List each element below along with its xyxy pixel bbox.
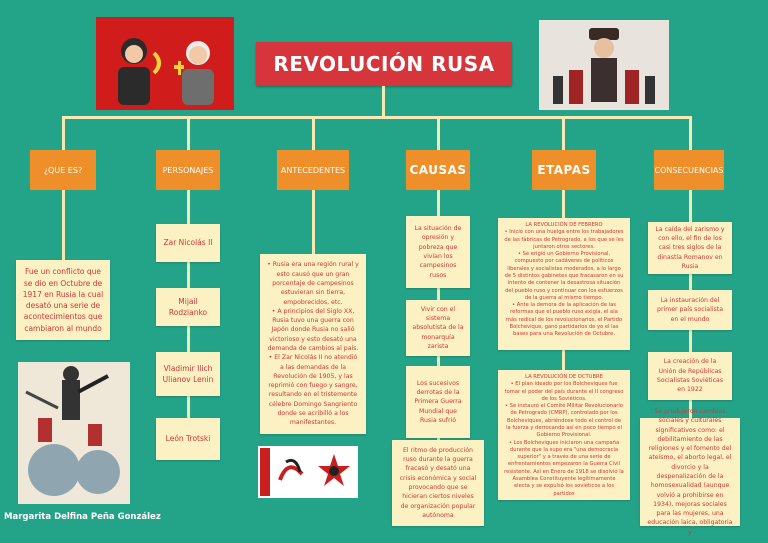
connector-trunk	[382, 86, 385, 118]
antecedentes-box: • Rusia era una región rural y esto caus…	[260, 254, 366, 434]
causa-box: Los sucesivos derrotas de la Primera Gue…	[406, 366, 470, 438]
consecuencia-box: La instauración del primer país socialis…	[648, 290, 732, 330]
connector-drop	[437, 116, 440, 150]
causa-text: La situación de opresión y pobreza que v…	[414, 225, 462, 279]
connector-drop	[312, 116, 315, 150]
page-title: REVOLUCIÓN RUSA	[256, 42, 512, 86]
causa-box: Vivir con el sistema absolutista de la m…	[406, 300, 470, 356]
causa-box: La situación de opresión y pobreza que v…	[406, 216, 470, 288]
etapa-box: LA REVOLUCIÓN DE OCTUBRE • El plan idead…	[498, 370, 630, 500]
personaje-name: Zar Nicolás II	[163, 238, 213, 248]
causa-text: Los sucesivos derrotas de la Primera Gue…	[414, 379, 462, 424]
etapa-box: LA REVOLUCIÓN DE FEBRERO • Inició con un…	[498, 218, 630, 350]
consecuencia-text: La creación de la Unión de Repúblicas So…	[656, 358, 724, 394]
propaganda-image	[18, 362, 130, 504]
personaje-name: Mijail Rodzianko	[168, 296, 208, 317]
header-etapas: ETAPAS	[532, 150, 596, 190]
header-consecuencias: CONSECUENCIAS	[654, 150, 724, 190]
consecuencia-box: Se produjeron cambios sociales y cultura…	[640, 408, 740, 536]
connector-col	[312, 190, 315, 256]
connector-drop	[187, 116, 190, 150]
consecuencia-text: La instauración del primer país socialis…	[657, 297, 723, 323]
author-name: Margarita Delfina Peña González	[4, 512, 161, 522]
connector-col	[62, 190, 65, 262]
connector-drop	[562, 116, 565, 150]
consecuencia-text: Se produjeron cambios sociales y cultura…	[647, 407, 733, 536]
que-es-box: Fue un conflicto que se dio en Octubre d…	[16, 260, 110, 340]
causa-box: El ritmo de producción ruso durante la g…	[392, 440, 484, 526]
consecuencia-box: La creación de la Unión de Repúblicas So…	[648, 352, 732, 400]
header-personajes: PERSONAJES	[156, 150, 220, 190]
symbols-image	[258, 446, 358, 498]
antecedentes-text: • Rusia era una región rural y esto caus…	[267, 261, 359, 427]
consecuencia-box: La caída del zarismo y con ello, el fin …	[648, 222, 732, 274]
que-es-text: Fue un conflicto que se dio en Octubre d…	[22, 267, 104, 333]
personaje-name: León Trotski	[165, 434, 211, 444]
personaje-box: Mijail Rodzianko	[156, 288, 220, 326]
connector-drop	[62, 116, 65, 150]
personaje-box: Vladimir Ilich Ulianov Lenin	[156, 352, 220, 396]
causa-text: Vivir con el sistema absolutista de la m…	[412, 305, 464, 350]
personaje-box: Zar Nicolás II	[156, 224, 220, 262]
header-que-es: ¿QUE ES?	[30, 150, 96, 190]
etapa-text: LA REVOLUCIÓN DE FEBRERO • Inició con un…	[504, 222, 624, 338]
etapa-text: LA REVOLUCIÓN DE OCTUBRE • El plan idead…	[504, 374, 624, 497]
connector-bar	[62, 116, 692, 119]
personaje-box: León Trotski	[156, 418, 220, 460]
header-antecedentes: ANTECEDENTES	[277, 150, 349, 190]
soldiers-image	[539, 20, 669, 110]
lenin-trotsky-image	[96, 17, 234, 110]
consecuencia-text: La caída del zarismo y con ello, el fin …	[655, 225, 725, 270]
causa-text: El ritmo de producción ruso durante la g…	[399, 446, 477, 519]
connector-drop	[689, 116, 692, 150]
header-causas: CAUSAS	[406, 150, 470, 190]
personaje-name: Vladimir Ilich Ulianov Lenin	[162, 363, 214, 384]
